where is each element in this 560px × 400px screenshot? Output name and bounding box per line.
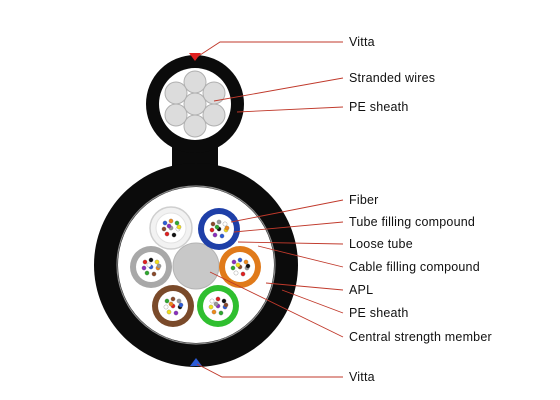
vitta-bottom-marker <box>190 358 202 366</box>
loose-tube-orange <box>219 246 261 288</box>
fiber-bundle <box>161 218 182 238</box>
central-strength-member <box>172 242 220 290</box>
leader-apl <box>265 282 344 291</box>
fiber <box>213 301 219 307</box>
fiber-bundle <box>141 257 162 277</box>
fiber <box>216 219 222 225</box>
fiber <box>168 301 174 307</box>
fiber <box>164 231 170 237</box>
fiber <box>231 259 237 265</box>
fiber <box>162 220 168 226</box>
leader-central-strength <box>209 271 344 338</box>
fiber <box>142 259 148 265</box>
strand <box>183 114 207 138</box>
label-stranded-wires: Stranded wires <box>349 71 435 85</box>
fiber-bundle <box>209 219 230 239</box>
label-vitta-bottom: Vitta <box>349 370 375 384</box>
label-pe-sheath-bottom: PE sheath <box>349 306 408 320</box>
fiber <box>176 224 182 230</box>
fiber <box>168 218 174 224</box>
fiber <box>240 271 246 277</box>
vitta-top-marker <box>189 53 201 61</box>
fiber <box>144 270 150 276</box>
loose-tube-green <box>197 285 239 327</box>
fiber <box>237 257 243 263</box>
fiber <box>156 263 162 269</box>
fiber <box>214 224 220 230</box>
leader-tube-filling <box>233 221 344 233</box>
leader-cable-filling <box>257 245 344 268</box>
fiber <box>208 304 214 310</box>
labels: Vitta Stranded wires PE sheath Fiber Tub… <box>349 35 492 384</box>
fiber-bundle <box>208 296 229 316</box>
leader-vitta-top <box>196 41 343 58</box>
fiber-bundle <box>230 257 251 277</box>
fiber <box>146 262 152 268</box>
fiber <box>141 265 147 271</box>
fiber <box>222 221 228 227</box>
fiber <box>178 302 184 308</box>
label-loose-tube: Loose tube <box>349 237 413 251</box>
fiber <box>166 309 172 315</box>
fiber-bundle <box>163 296 184 316</box>
fiber <box>221 298 227 304</box>
fiber <box>215 296 221 302</box>
fiber <box>148 257 154 263</box>
strand <box>183 70 207 94</box>
fiber <box>219 233 225 239</box>
fiber <box>211 309 217 315</box>
fiber <box>173 310 179 316</box>
leader-stranded-wires <box>213 77 344 102</box>
fiber <box>223 302 229 308</box>
fiber <box>161 226 167 232</box>
label-pe-sheath-top: PE sheath <box>349 100 408 114</box>
fiber <box>170 296 176 302</box>
leader-vitta-bottom <box>196 363 343 378</box>
main-cable-section <box>94 163 298 367</box>
fiber <box>163 304 169 310</box>
fiber <box>224 225 230 231</box>
stranded-wires <box>164 70 226 138</box>
fiber <box>151 271 157 277</box>
loose-tube-brown <box>152 285 194 327</box>
label-tube-filling-compound: Tube filling compound <box>349 215 475 229</box>
leader-pe-sheath-bottom <box>281 289 344 314</box>
label-central-strength-member: Central strength member <box>349 330 492 344</box>
label-cable-filling-compound: Cable filling compound <box>349 260 480 274</box>
fiber <box>209 227 215 233</box>
leader-pe-sheath-top <box>236 106 344 113</box>
fiber <box>174 220 180 226</box>
label-apl: APL <box>349 283 373 297</box>
label-vitta-top: Vitta <box>349 35 375 49</box>
fiber <box>154 259 160 265</box>
loose-tube-blue <box>198 208 240 250</box>
fiber <box>218 310 224 316</box>
fiber <box>166 223 172 229</box>
fiber <box>209 298 215 304</box>
fiber <box>243 259 249 265</box>
fiber <box>235 262 241 268</box>
strand <box>183 92 207 116</box>
leader-loose-tube <box>237 241 344 245</box>
fiber <box>212 232 218 238</box>
label-fiber: Fiber <box>349 193 378 207</box>
strand <box>202 103 226 127</box>
fiber <box>210 221 216 227</box>
leader-lines <box>196 41 344 378</box>
fiber <box>230 265 236 271</box>
loose-tube-grey <box>130 246 172 288</box>
fiber <box>164 298 170 304</box>
fiber <box>233 270 239 276</box>
strand <box>164 81 188 105</box>
messenger-wire-section <box>146 53 244 190</box>
loose-tube-white <box>149 206 193 250</box>
fiber <box>171 232 177 238</box>
fiber <box>245 263 251 269</box>
apl-layer <box>116 185 276 345</box>
fiber <box>176 298 182 304</box>
leader-fiber <box>230 199 344 223</box>
strand <box>164 103 188 127</box>
